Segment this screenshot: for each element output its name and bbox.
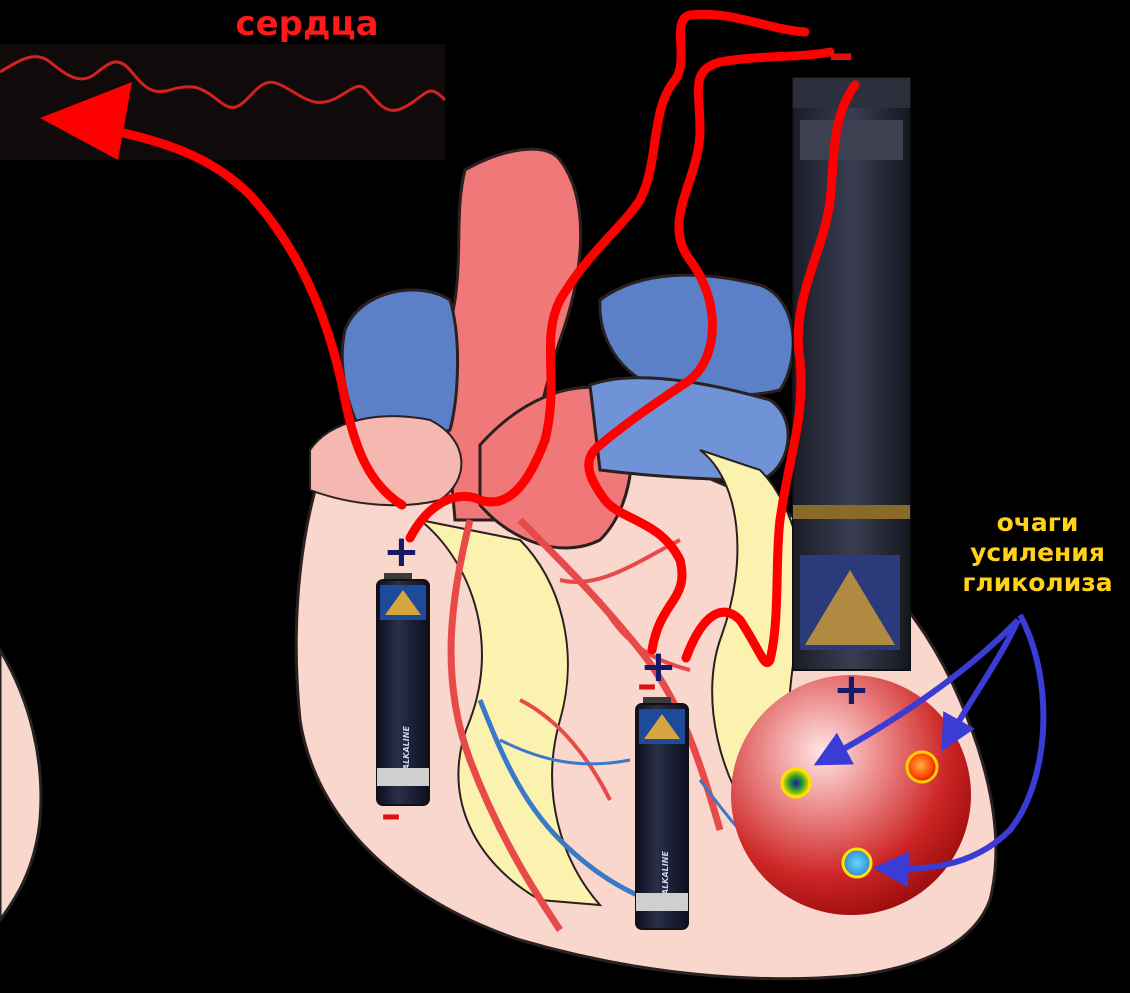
foci-label-line1: очаги — [945, 508, 1130, 538]
plus-sign-large-battery: + — [833, 668, 870, 712]
heart-label: сердца — [222, 4, 392, 44]
large-battery — [793, 78, 910, 670]
focus-dot-2 — [907, 752, 937, 782]
glycolysis-foci-label: очаги усиления гликолиза — [945, 508, 1130, 598]
foci-label-line2: усиления — [945, 538, 1130, 568]
minus-sign-left-battery: – — [381, 795, 401, 835]
focus-dot-3 — [843, 849, 871, 877]
ecg-strip — [0, 44, 445, 160]
minus-sign-large-battery: – — [828, 28, 854, 80]
foci-label-line3: гликолиза — [945, 568, 1130, 598]
focus-dot-1 — [782, 769, 810, 797]
minus-sign-middle-battery: – — [637, 665, 657, 705]
plus-sign-left-battery: + — [383, 530, 420, 574]
battery-left-label: ALKALINE — [402, 726, 411, 771]
battery-middle-label: ALKALINE — [661, 851, 670, 896]
left-partial-shape — [0, 650, 41, 920]
